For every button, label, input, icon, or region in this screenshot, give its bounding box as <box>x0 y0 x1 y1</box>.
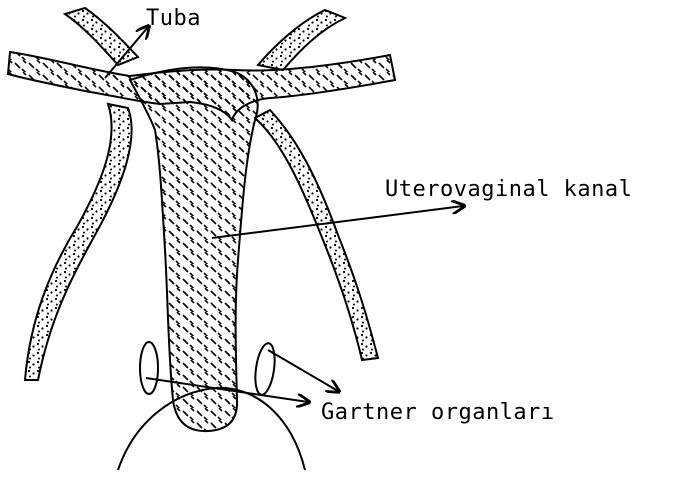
gartner-arrow-right <box>268 350 338 391</box>
gartner-organ-right <box>252 342 277 396</box>
uterovaginal-label: Uterovaginal kanal <box>385 177 632 202</box>
gartner-organ-left <box>140 342 158 394</box>
left-upper-duct <box>65 8 138 65</box>
tuba-label: Tuba <box>146 6 201 31</box>
right-upper-duct <box>258 10 345 70</box>
left-wolffian-duct <box>25 104 132 380</box>
gartner-label: Gartner organları <box>321 400 555 425</box>
right-wolffian-duct <box>255 110 378 360</box>
